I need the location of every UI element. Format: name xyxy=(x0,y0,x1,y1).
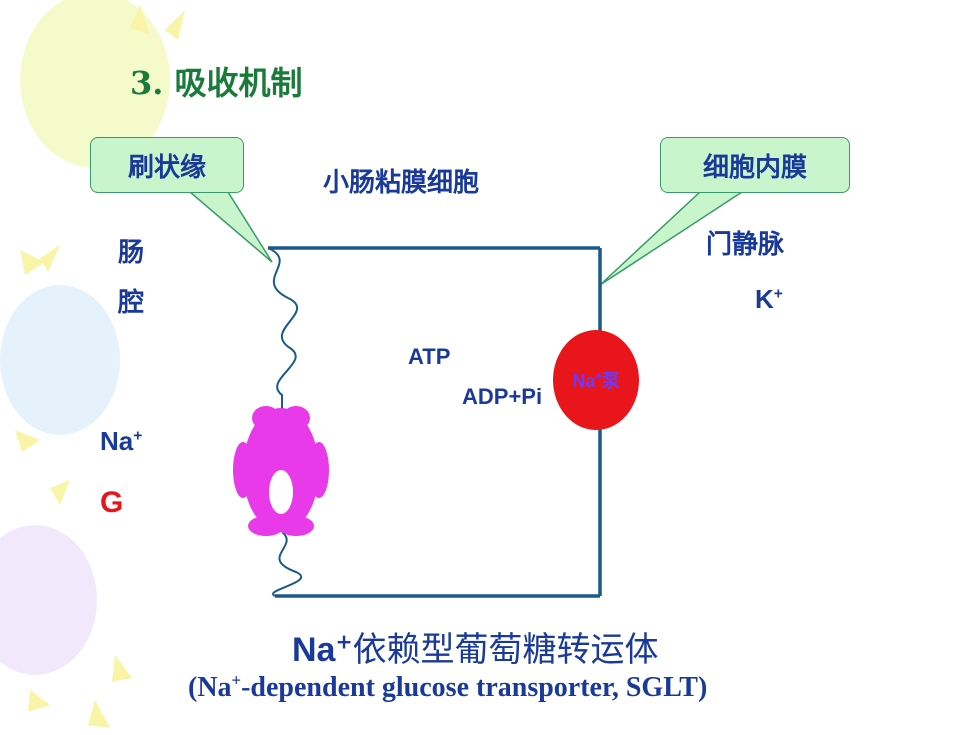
basolateral-callout: 细胞内膜 xyxy=(660,137,850,193)
potassium-label: K+ xyxy=(755,284,783,314)
brush-border-callout: 刷状缘 xyxy=(90,137,244,193)
caption-english: (Na+-dependent glucose transporter, SGLT… xyxy=(188,670,708,703)
portal-vein-label: 门静脉 xyxy=(706,230,785,260)
cell-label: 小肠粘膜细胞 xyxy=(323,168,480,198)
brush-border-membrane xyxy=(267,247,299,410)
sodium-potassium-pump: Na+泵 xyxy=(553,330,639,430)
pump-label: Na+泵 xyxy=(572,371,620,391)
lumen-label-2: 腔 xyxy=(118,288,145,318)
sodium-label: Na+ xyxy=(100,426,143,456)
brush-border-membrane-lower xyxy=(272,531,303,597)
basolateral-label: 细胞内膜 xyxy=(702,152,807,183)
glucose-label: G xyxy=(100,486,124,519)
lumen-label-1: 肠 xyxy=(118,238,145,268)
adp-label: ADP+Pi xyxy=(462,384,543,409)
caption-title: Na+依赖型葡萄糖转运体 xyxy=(292,629,659,670)
atp-label: ATP xyxy=(408,344,451,369)
balloon-blue xyxy=(0,285,120,435)
balloon-purple xyxy=(0,525,97,675)
brush-border-callout-pointer xyxy=(187,191,273,263)
sglt-channel xyxy=(269,470,293,514)
balloon-yellow xyxy=(20,0,170,168)
brush-border-label: 刷状缘 xyxy=(127,152,206,183)
decorative-rays xyxy=(15,5,185,728)
page-title: 3. 吸收机制 xyxy=(130,64,303,102)
intestinal-cell xyxy=(268,246,602,598)
